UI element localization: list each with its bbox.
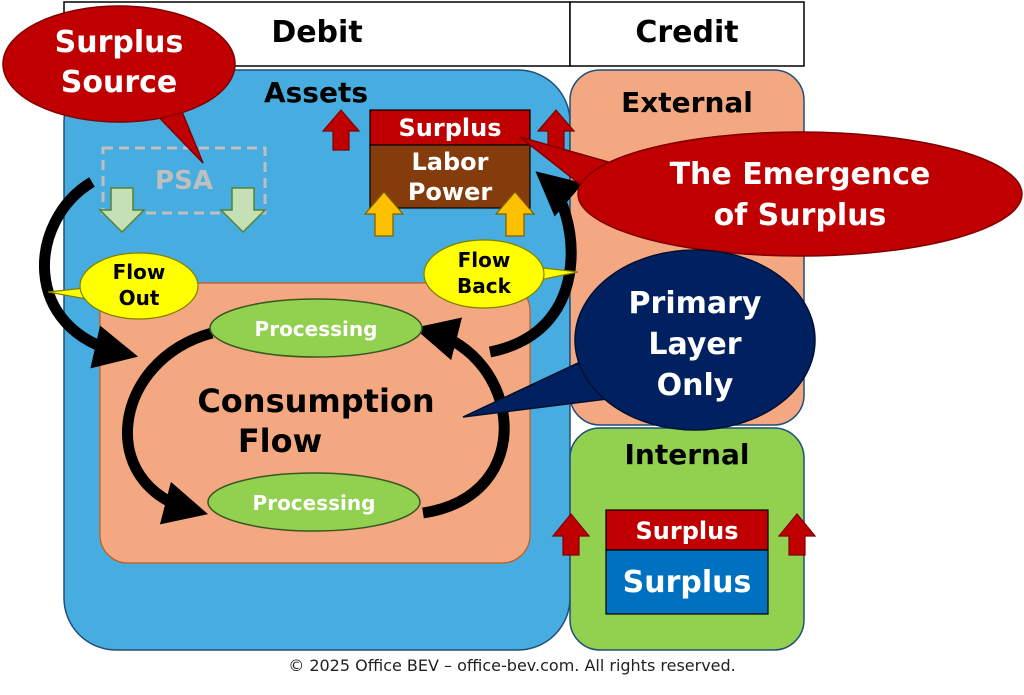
flow-back-line1: Flow (458, 248, 511, 272)
processing-top-label: Processing (255, 317, 378, 341)
internal-up-arrow-left (551, 513, 591, 556)
emergence-line1: The Emergence (670, 157, 931, 192)
debit-header: Debit (271, 15, 362, 50)
labor-power-box (369, 144, 531, 209)
internal-surplus-top-box (605, 509, 769, 551)
flow-out-callout (79, 252, 199, 320)
internal-surplus-bottom-label: Surplus (623, 565, 752, 600)
psa-box (101, 146, 267, 215)
emergence-callout (577, 131, 1023, 257)
surplus-source-callout (2, 5, 236, 123)
consumption-loop-left-arrow (122, 327, 214, 525)
flow-out-arrow (39, 177, 139, 369)
primary-line2: Layer (648, 327, 741, 362)
credit-header-cell (569, 1, 805, 67)
flow-back-line2: Back (457, 274, 512, 298)
emergence-line2: of Surplus (714, 198, 887, 233)
psa-down-arrow-right (219, 187, 267, 234)
psa-label: PSA (155, 166, 213, 196)
processing-bottom-label: Processing (253, 491, 376, 515)
surplus-up-arrow-right (536, 109, 576, 151)
flow-out-line2: Out (119, 286, 160, 310)
surplus-source-line2: Source (61, 65, 178, 100)
credit-header: Credit (635, 15, 738, 50)
labor-power-line2: Power (408, 178, 493, 206)
copyright-footer: © 2025 Office BEV – office-bev.com. All … (288, 656, 736, 675)
primary-layer-callout (574, 249, 816, 431)
processing-bottom-ellipse (207, 472, 421, 532)
flow-out-line1: Flow (113, 260, 166, 284)
labor-power-line1: Labor (412, 148, 489, 176)
flow-back-callout (423, 239, 545, 309)
labor-up-arrow-left (363, 191, 405, 237)
consumption-line1: Consumption (197, 382, 434, 420)
surplus-source-line1: Surplus (55, 25, 184, 60)
internal-up-arrow-right (777, 513, 817, 556)
primary-line3: Only (657, 368, 734, 403)
surplus-up-arrow-left (321, 109, 361, 151)
surplus-box (369, 109, 531, 146)
surplus-box-label: Surplus (399, 114, 502, 142)
flow-back-arrow (488, 171, 584, 358)
internal-surplus-bottom-box (605, 549, 769, 615)
psa-down-arrow-left (98, 187, 146, 234)
consumption-loop-right-arrow (414, 317, 510, 519)
internal-label: Internal (625, 438, 750, 471)
labor-up-arrow-right (494, 191, 536, 237)
internal-surplus-top-label: Surplus (636, 517, 739, 545)
external-label: External (621, 86, 753, 119)
primary-line1: Primary (629, 286, 762, 321)
processing-top-ellipse (209, 298, 423, 358)
consumption-line2: Flow (238, 422, 322, 460)
assets-label: Assets (264, 76, 368, 109)
